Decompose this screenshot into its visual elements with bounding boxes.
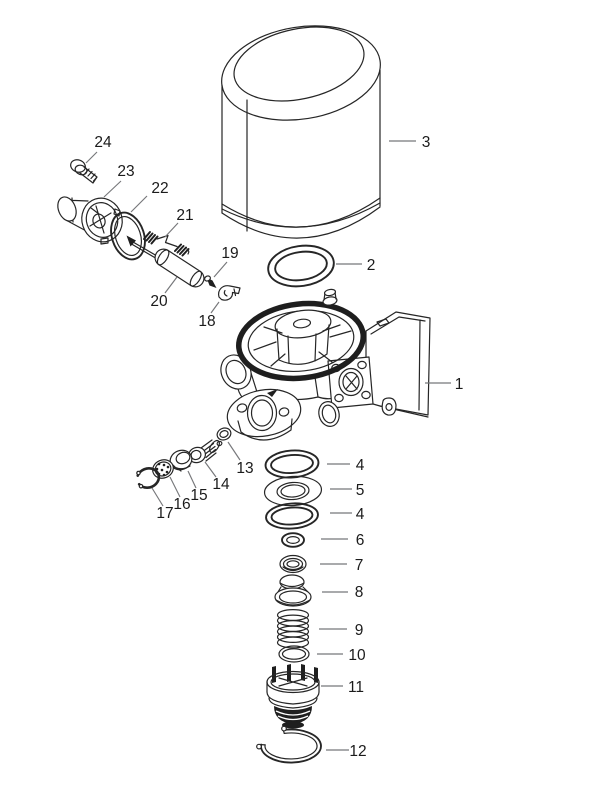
leader-20 <box>164 276 178 294</box>
callout-6: 6 <box>356 532 365 549</box>
callout-18: 18 <box>198 313 215 330</box>
leader-16 <box>169 476 181 498</box>
callout-17: 17 <box>156 505 173 522</box>
leader-21 <box>164 222 179 238</box>
callout-9: 9 <box>355 622 364 639</box>
callout-1: 1 <box>455 376 464 393</box>
part-o-ring-10 <box>278 645 310 663</box>
part-washer-5 <box>263 475 323 507</box>
part-o-ring-22 <box>110 211 146 261</box>
part-pin-19 <box>204 275 217 288</box>
leader-13 <box>227 441 241 461</box>
part-spring-pin-21 <box>143 231 190 257</box>
callout-3: 3 <box>422 134 431 151</box>
callout-21: 21 <box>176 207 193 224</box>
part-spring-9 <box>276 608 310 649</box>
part-cartridge-o-ring <box>267 244 335 288</box>
callout-4a: 4 <box>356 457 365 474</box>
callout-13: 13 <box>236 460 253 477</box>
leader-17 <box>151 487 164 507</box>
leader-24 <box>85 151 98 164</box>
part-snap-ring-12 <box>256 725 322 764</box>
leader-22 <box>130 195 148 213</box>
part-seal-7 <box>279 554 307 574</box>
callout-19: 19 <box>221 245 238 262</box>
callout-23: 23 <box>117 163 134 180</box>
callout-22: 22 <box>151 180 168 197</box>
part-check-valve-14 <box>188 439 223 464</box>
callout-10: 10 <box>348 647 366 664</box>
leader-14 <box>204 461 217 478</box>
callout-24: 24 <box>94 134 112 151</box>
part-o-ring-4-lower <box>265 502 319 530</box>
part-clip-18 <box>218 285 241 301</box>
callout-14: 14 <box>212 476 230 493</box>
callout-15: 15 <box>190 487 207 504</box>
part-screw-24 <box>70 159 98 184</box>
callout-labels: 3 2 1 4 5 4 6 7 8 9 10 11 12 13 14 15 16… <box>94 134 463 760</box>
part-purge-piston-20 <box>126 235 205 288</box>
leader-19 <box>213 261 228 278</box>
part-snap-ring-17 <box>136 467 161 489</box>
callout-16: 16 <box>173 496 190 513</box>
part-desiccant-cartridge <box>221 25 381 239</box>
part-o-ring-13 <box>216 427 232 441</box>
part-purge-valve-cover-23 <box>57 196 123 245</box>
leader-15 <box>187 470 197 489</box>
callout-2: 2 <box>367 257 376 274</box>
callout-8: 8 <box>355 584 364 601</box>
callout-7: 7 <box>355 557 364 574</box>
leader-23 <box>103 180 122 198</box>
callout-11: 11 <box>348 679 364 696</box>
part-o-ring-6 <box>281 532 305 548</box>
leader-18 <box>210 301 220 314</box>
callout-5: 5 <box>356 482 365 499</box>
callout-12: 12 <box>349 743 366 760</box>
callout-4b: 4 <box>356 506 365 523</box>
part-valve-poppet-8 <box>274 574 312 607</box>
part-exhaust-valve-11 <box>266 664 320 729</box>
leader-lines <box>85 140 451 751</box>
part-o-ring-4-upper <box>264 449 320 479</box>
callout-20: 20 <box>150 293 168 310</box>
part-valve-housing-body <box>220 288 431 441</box>
